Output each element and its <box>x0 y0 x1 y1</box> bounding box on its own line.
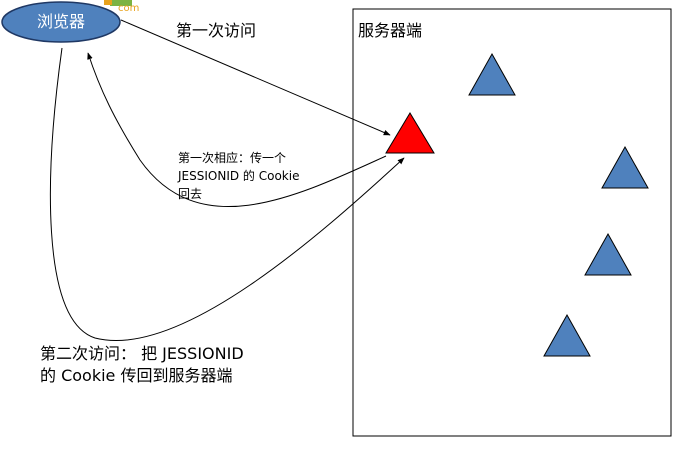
first-request-label: 第一次访问 <box>176 21 257 40</box>
second-request-arrow <box>49 47 405 341</box>
first-response-line-3: 回去 <box>178 187 203 201</box>
first-response-label: 第一次相应：传一个 JESSIONID 的 Cookie 回去 <box>178 149 320 203</box>
browser-label: 浏览器 <box>36 12 85 31</box>
second-request-line-1: 第二次访问： 把 JESSIONID <box>40 344 244 363</box>
first-request-arrow <box>120 19 391 136</box>
logo-text: com <box>118 3 140 14</box>
server-label: 服务器端 <box>358 21 423 40</box>
first-response-arrow <box>87 52 387 208</box>
second-request-label: 第二次访问： 把 JESSIONID 的 Cookie 传回到服务器端 <box>40 343 244 387</box>
server-frame <box>352 8 672 437</box>
second-request-line-2: 的 Cookie 传回到服务器端 <box>40 366 233 385</box>
session-triangle <box>584 232 632 276</box>
session-triangle <box>468 52 516 96</box>
session-triangle <box>543 313 591 357</box>
session-triangle <box>601 145 649 189</box>
browser-node <box>1 1 121 43</box>
first-response-line-2: JESSIONID 的 Cookie <box>178 169 300 183</box>
first-response-line-1: 第一次相应：传一个 <box>178 151 287 165</box>
logo-mark <box>104 0 132 6</box>
session-triangle-highlighted <box>385 112 435 154</box>
